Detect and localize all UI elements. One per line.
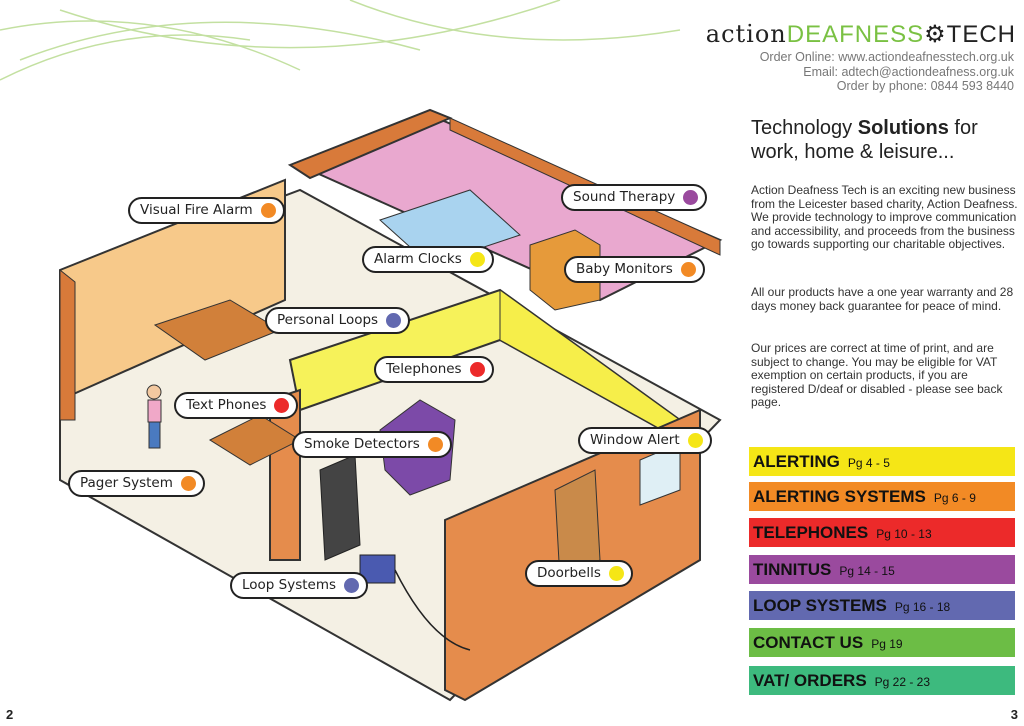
label-text: Pager System (80, 475, 173, 491)
intro-paragraph: Action Deafness Tech is an exciting new … (751, 183, 1018, 251)
label-text: Personal Loops (277, 312, 379, 328)
category-pages: Pg 10 - 13 (876, 527, 932, 541)
category-loop-systems[interactable]: LOOP SYSTEMS Pg 16 - 18 (749, 591, 1015, 620)
label-pager-system[interactable]: Pager System (68, 470, 205, 497)
category-label: TELEPHONES (753, 523, 869, 542)
category-label: ALERTING (753, 452, 840, 471)
label-visual-fire-alarm[interactable]: Visual Fire Alarm (128, 197, 285, 224)
email[interactable]: Email: adtech@actiondeafness.org.uk (803, 64, 1014, 79)
label-text: Text Phones (186, 397, 267, 413)
warranty-paragraph: All our products have a one year warrant… (751, 285, 1014, 313)
dot-icon (274, 398, 290, 413)
category-tinnitus[interactable]: TINNITUS Pg 14 - 15 (749, 555, 1015, 584)
dot-icon (469, 362, 485, 377)
dot-icon (260, 203, 276, 218)
category-label: ALERTING SYSTEMS (753, 487, 926, 506)
label-text: Telephones (386, 361, 462, 377)
contact-info: Order Online: www.actiondeafnesstech.org… (760, 50, 1014, 94)
category-contact-us[interactable]: CONTACT US Pg 19 (749, 628, 1015, 657)
label-text: Visual Fire Alarm (140, 202, 253, 218)
label-text: Smoke Detectors (304, 436, 420, 452)
dot-icon (680, 262, 696, 277)
heading-pre: Technology (751, 117, 858, 139)
house-illustration (0, 0, 723, 702)
page-number-left: 2 (6, 707, 14, 722)
label-text: Window Alert (590, 432, 680, 448)
heading-bold: Solutions (857, 117, 949, 139)
category-label: CONTACT US (753, 633, 864, 652)
phone: Order by phone: 0844 593 8440 (836, 79, 1014, 93)
dot-icon (344, 578, 360, 593)
label-personal-loops[interactable]: Personal Loops (265, 307, 411, 334)
logo-deafness: DEAFNESS (786, 21, 925, 48)
label-text: Baby Monitors (576, 261, 673, 277)
category-pages: Pg 6 - 9 (933, 491, 976, 505)
label-doorbells[interactable]: Doorbells (525, 560, 633, 587)
label-telephones[interactable]: Telephones (374, 356, 494, 383)
label-smoke-detectors[interactable]: Smoke Detectors (292, 431, 452, 458)
label-text-phones[interactable]: Text Phones (174, 392, 299, 419)
label-text: Loop Systems (242, 577, 337, 593)
dot-icon (180, 476, 196, 491)
dot-icon (608, 566, 624, 581)
category-pages: Pg 16 - 18 (894, 600, 951, 614)
logo-tech: TECH (946, 21, 1016, 48)
dot-icon (687, 433, 703, 448)
category-label: TINNITUS (753, 560, 832, 579)
logo-action: action (705, 20, 787, 48)
label-text: Doorbells (537, 565, 601, 581)
label-window-alert[interactable]: Window Alert (578, 427, 712, 454)
dot-icon (683, 190, 699, 205)
gear-icon: ⚙ (924, 21, 947, 48)
page-number-right: 3 (1010, 707, 1018, 722)
prices-paragraph: Our prices are correct at time of print,… (751, 341, 1003, 409)
label-baby-monitors[interactable]: Baby Monitors (564, 256, 705, 283)
brand-logo: actionDEAFNESS⚙TECH (706, 20, 1016, 49)
category-pages: Pg 22 - 23 (874, 675, 931, 689)
heading-post: for work, home & leisure... (751, 117, 978, 163)
label-text: Sound Therapy (573, 189, 676, 205)
page-heading: Technology Solutions for work, home & le… (751, 116, 1021, 164)
label-alarm-clocks[interactable]: Alarm Clocks (362, 246, 494, 273)
dot-icon (427, 437, 443, 452)
category-alerting-systems[interactable]: ALERTING SYSTEMS Pg 6 - 9 (749, 482, 1015, 511)
label-sound-therapy[interactable]: Sound Therapy (561, 184, 708, 211)
category-vat-orders[interactable]: VAT/ ORDERS Pg 22 - 23 (749, 666, 1015, 695)
dot-icon (386, 313, 402, 328)
category-pages: Pg 14 - 15 (839, 564, 895, 578)
label-text: Alarm Clocks (374, 251, 462, 267)
category-pages: Pg 19 (871, 637, 903, 651)
dot-icon (469, 252, 485, 267)
order-online[interactable]: Order Online: www.actiondeafnesstech.org… (759, 50, 1014, 64)
category-alerting[interactable]: ALERTING Pg 4 - 5 (749, 447, 1015, 476)
category-telephones[interactable]: TELEPHONES Pg 10 - 13 (749, 518, 1015, 547)
category-label: VAT/ ORDERS (753, 671, 867, 690)
category-label: LOOP SYSTEMS (753, 596, 887, 615)
category-pages: Pg 4 - 5 (847, 456, 890, 470)
label-loop-systems[interactable]: Loop Systems (230, 572, 369, 599)
